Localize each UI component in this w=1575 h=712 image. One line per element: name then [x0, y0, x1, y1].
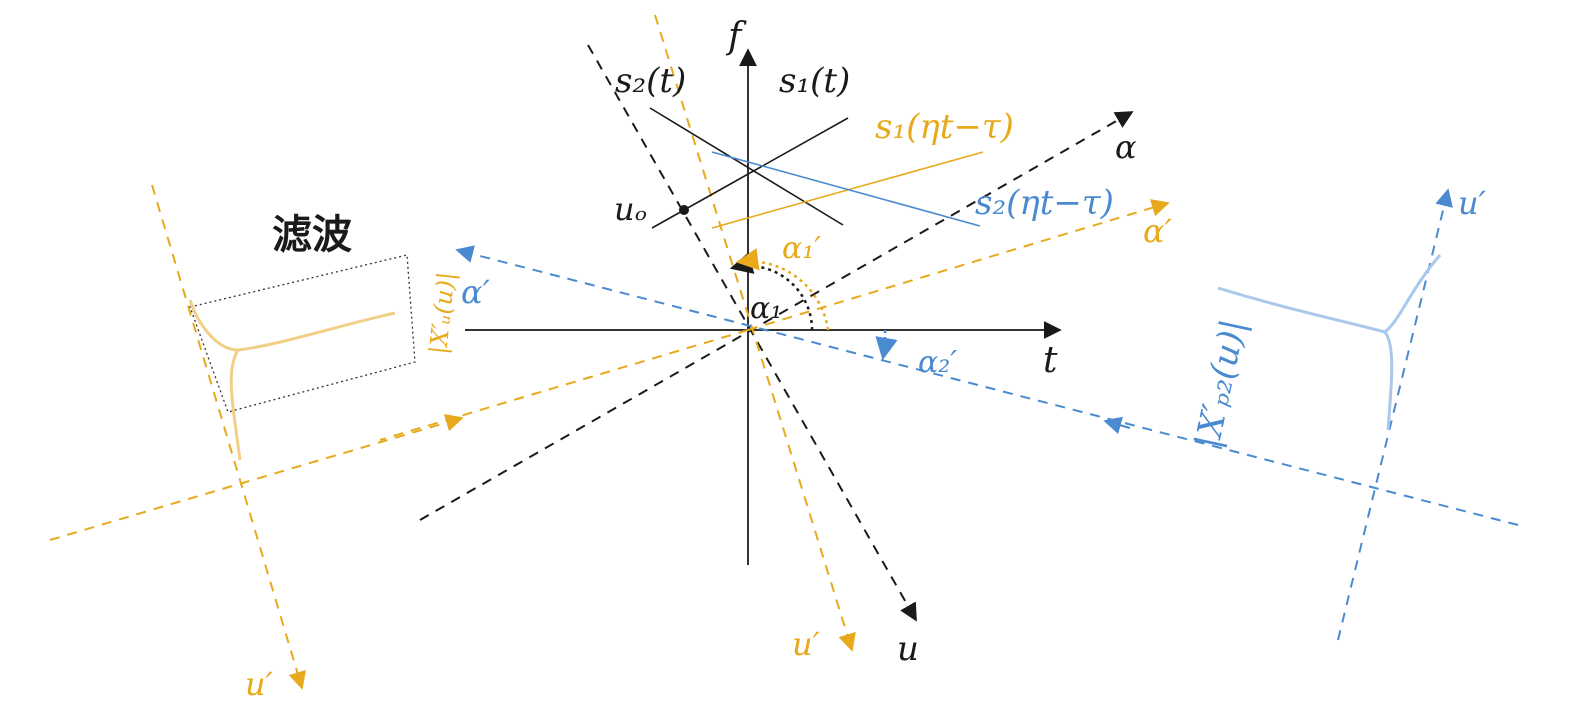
left-spectrum-curve — [188, 299, 396, 461]
left-spectrum-label: |X′ᵤ(u)| — [424, 271, 461, 356]
right-spectrum-label: |X′ₚ₂(u)| — [1188, 316, 1254, 452]
filter-label: 滤波 — [272, 212, 352, 258]
alpha2-prime-label: α₂′ — [918, 345, 957, 380]
left-alpha-axis — [49, 413, 464, 541]
t-axis-label: t — [1043, 340, 1058, 381]
left-u-prime-axis — [151, 184, 306, 690]
right-u-prime-axis — [1337, 188, 1453, 641]
s2-shift-label: s₂(ηt−τ) — [975, 183, 1114, 223]
s1-label: s₁(t) — [779, 61, 850, 101]
orange-alpha-prime-axis — [747, 199, 1170, 331]
blue-alpha-prime-axis — [455, 245, 1519, 526]
alpha1-arc — [729, 252, 814, 331]
s2-line — [649, 107, 844, 226]
filter-window — [189, 254, 416, 413]
alpha1-prime-label: α₁′ — [782, 231, 821, 266]
orange-alpha-prime-label: α′ — [1143, 212, 1173, 250]
alpha1-prime-arc — [735, 248, 830, 331]
alpha-axis-label: α — [1115, 128, 1137, 166]
right-u-prime-label: u′ — [1458, 184, 1487, 222]
blue-axis-mid-arrow — [1103, 416, 1131, 435]
alpha2-prime-arc — [875, 329, 898, 361]
u-axis — [587, 44, 917, 622]
u0-label: uₒ — [614, 190, 647, 228]
s2-shift-line — [711, 151, 981, 227]
right-spectrum-curve — [1217, 254, 1442, 431]
center-u-prime-label: u′ — [792, 625, 821, 663]
s1-shift-label: s₁(ηt−τ) — [875, 107, 1014, 147]
left-u-prime-label: u′ — [245, 665, 274, 703]
f-axis-label: f — [725, 16, 747, 57]
s2-label: s₂(t) — [615, 61, 686, 101]
blue-alpha-prime-label: α′ — [461, 273, 491, 311]
u-axis-label: u — [897, 629, 919, 669]
alpha1-label: α₁ — [750, 291, 782, 326]
orange-u-prime-axis — [654, 14, 856, 652]
u0-point — [679, 205, 689, 215]
